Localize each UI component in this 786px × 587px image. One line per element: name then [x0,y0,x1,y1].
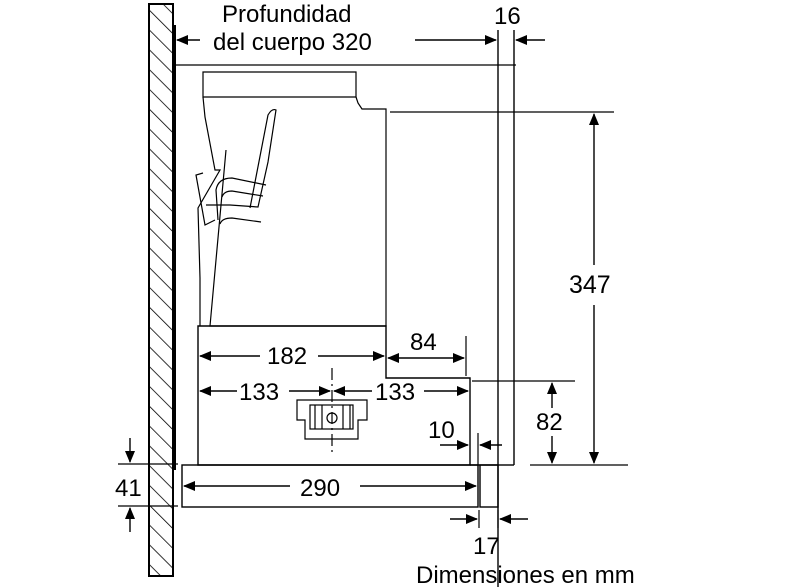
dim-82-label: 82 [536,409,563,436]
dim-82: 82 [472,380,575,464]
dim-41-label: 41 [115,475,142,502]
wall [148,3,176,577]
connector-piece [296,368,368,455]
dim-133-right-label: 133 [375,379,415,406]
dim-16: 16 [494,3,545,45]
dim-182-label: 182 [267,343,307,370]
dim-347: 347 [390,111,628,466]
title-line2: del cuerpo 320 [213,29,372,56]
dim-290: 290 [183,475,477,502]
dim-133-right: 133 [333,379,469,406]
dim-133-left: 133 [199,379,331,406]
dim-182: 182 [199,343,385,370]
units-footer: Dimensiones en mm [416,562,635,587]
dim-17: 17 [450,510,528,560]
front-panel [181,464,499,508]
dim-10: 10 [428,417,502,465]
dim-10-label: 10 [428,417,455,444]
dim-290-label: 290 [300,475,340,502]
hood-upper-body [195,71,387,327]
dim-84-label: 84 [410,329,437,356]
cabinet-outline [175,30,516,587]
dim-347-label: 347 [569,271,611,299]
wall-hatch [148,3,174,577]
title-line1: Profundidad [222,1,351,28]
dim-133-left-label: 133 [239,379,279,406]
dim-41: 41 [115,438,178,532]
dim-17-label: 17 [473,533,500,560]
dim-body-depth: Profundidad del cuerpo 320 [176,1,497,56]
dim-84: 84 [387,329,467,376]
dim-16-label: 16 [494,3,521,30]
